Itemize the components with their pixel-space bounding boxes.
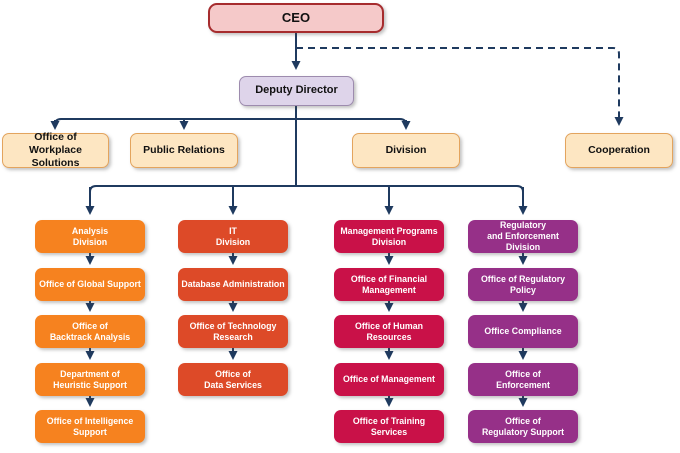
edge-branch2-bus bbox=[89, 185, 524, 193]
node-office-of-human-resources: Office of Human Resources bbox=[334, 315, 444, 348]
node-office-of-financial-management: Office of Financial Management bbox=[334, 268, 444, 301]
node-analysis-division: Analysis Division bbox=[35, 220, 145, 253]
node-public-relations: Public Relations bbox=[130, 133, 238, 168]
node-department-of-heuristic-support: Department of Heuristic Support bbox=[35, 363, 145, 396]
node-management-programs-division: Management Programs Division bbox=[334, 220, 444, 253]
node-regulatory-and-enforcement-division: Regulatory and Enforcement Division bbox=[468, 220, 578, 253]
node-office-of-training-services: Office of Training Services bbox=[334, 410, 444, 443]
node-office-of-intelligence-support: Office of Intelligence Support bbox=[35, 410, 145, 443]
node-office-of-regulatory-support: Office of Regulatory Support bbox=[468, 410, 578, 443]
node-office-of-global-support: Office of Global Support bbox=[35, 268, 145, 301]
node-it-division: IT Division bbox=[178, 220, 288, 253]
node-office-of-regulatory-policy: Office of Regulatory Policy bbox=[468, 268, 578, 301]
node-ceo: CEO bbox=[208, 3, 384, 33]
edge-ceo-cooperation-dashed bbox=[296, 47, 624, 126]
node-division: Division bbox=[352, 133, 460, 168]
node-office-of-management: Office of Management bbox=[334, 363, 444, 396]
node-office-of-workplace-solutions: Office of Workplace Solutions bbox=[2, 131, 109, 169]
node-database-administration: Database Administration bbox=[178, 268, 288, 301]
node-deputy-director: Deputy Director bbox=[239, 76, 354, 106]
node-office-of-backtrack-analysis: Office of Backtrack Analysis bbox=[35, 315, 145, 348]
node-office-compliance: Office Compliance bbox=[468, 315, 578, 348]
node-office-of-data-services: Office of Data Services bbox=[178, 363, 288, 396]
edge-branch1-bus bbox=[54, 118, 407, 126]
node-cooperation: Cooperation bbox=[565, 133, 673, 168]
node-office-of-enforcement: Office of Enforcement bbox=[468, 363, 578, 396]
node-office-of-technology-research: Office of Technology Research bbox=[178, 315, 288, 348]
